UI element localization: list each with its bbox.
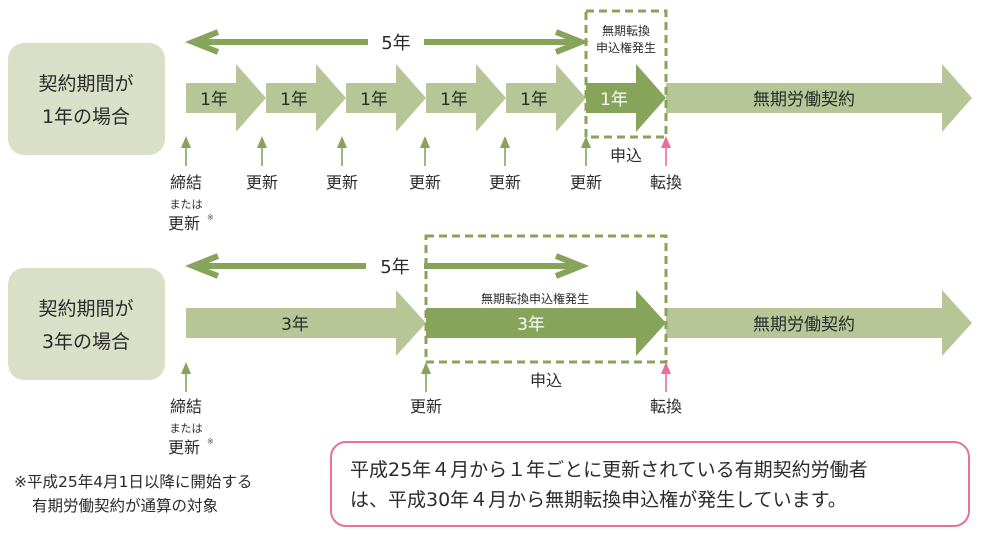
row1-segment-arrow xyxy=(426,64,506,132)
arrow-up-icon xyxy=(581,136,591,148)
row2-span-arrow: 5年 xyxy=(184,253,590,279)
row1-marker: 更新 xyxy=(489,136,521,192)
arrow-up-icon xyxy=(181,136,191,148)
row2-label-line2: 3年の場合 xyxy=(42,331,130,353)
arrowhead-left-icon xyxy=(184,29,220,55)
row1-span-label: 5年 xyxy=(381,33,410,54)
row2-segment-arrow xyxy=(186,290,426,356)
arrow-up-pink-icon xyxy=(661,362,671,374)
row1-right-label-line1: 無期転換 xyxy=(602,23,650,38)
row1-segment-label: 1年 xyxy=(200,90,228,110)
row2-conversion-right-box xyxy=(424,234,668,364)
row2-span-label: 5年 xyxy=(380,257,409,278)
row2-marker-label: 更新 xyxy=(410,397,442,416)
row2-marker-conversion: 転換 xyxy=(650,362,682,416)
row1-marker: 更新 xyxy=(246,136,278,192)
row2-marker-sub2: 更新 xyxy=(168,438,200,457)
arrowhead-left-icon xyxy=(184,253,220,279)
row2-label-box xyxy=(8,268,165,380)
row1-marker-label: 更新 xyxy=(409,173,441,192)
row1-segment-label: 1年 xyxy=(520,90,548,110)
row1-marker-label: 更新 xyxy=(246,173,278,192)
row1-right-label-line2: 申込権発生 xyxy=(596,40,656,55)
arrow-up-pink-icon xyxy=(661,136,671,148)
row1-segments: 1年 1年 1年 1年 1年 1年 xyxy=(186,64,666,132)
row1-final-segment-arrow xyxy=(586,64,666,132)
row1-unlimited-contract-arrow xyxy=(666,64,972,132)
footnote-line1: ※平成25年4月1日以降に開始する xyxy=(14,473,253,491)
row1-marker-label: 更新 xyxy=(326,173,358,192)
row1: 契約期間が 1年の場合 5年 1年 1年 1年 1年 1年 1年 無期労働 xyxy=(8,9,972,233)
arrow-up-icon xyxy=(181,362,191,374)
row1-marker: 更新 xyxy=(326,136,358,192)
row2: 契約期間が 3年の場合 5年 3年 3年 無期転換申込権発生 無期労働契約 申込… xyxy=(8,234,972,457)
row1-segment-label: 1年 xyxy=(280,90,308,110)
row1-apply-label: 申込 xyxy=(610,146,642,165)
row2-unlimited-contract-label: 無期労働契約 xyxy=(753,315,855,335)
row2-marker-label: 転換 xyxy=(650,397,682,416)
row1-span-arrow: 5年 xyxy=(184,29,590,55)
arrowhead-right-icon xyxy=(554,253,590,279)
row1-final-segment-label: 1年 xyxy=(600,90,628,110)
row2-markers: 締結 または 更新 ※ 更新 転換 xyxy=(168,362,682,457)
row1-conversion-right-box xyxy=(584,9,668,139)
row2-marker-label: 締結 xyxy=(170,397,202,416)
row1-segment-label: 1年 xyxy=(360,90,388,110)
row1-segment-arrow xyxy=(346,64,426,132)
row1-label-box xyxy=(8,43,165,155)
row1-segment-label: 1年 xyxy=(440,90,468,110)
row2-apply-label: 申込 xyxy=(530,371,562,390)
arrowhead-right-icon xyxy=(554,29,590,55)
row2-marker: 締結 または 更新 ※ xyxy=(168,362,214,457)
asterisk-icon: ※ xyxy=(207,213,214,222)
row2-unlimited-contract-arrow xyxy=(666,290,972,356)
row1-marker-sub: または xyxy=(170,198,203,211)
row2-label-line1: 契約期間が xyxy=(38,298,133,320)
row1-marker: 更新 xyxy=(570,136,602,192)
row1-segment-arrow xyxy=(506,64,586,132)
row1-marker-label: 転換 xyxy=(650,173,682,192)
arrow-up-icon xyxy=(421,362,431,374)
row1-label-line1: 契約期間が xyxy=(38,73,133,95)
row1-markers: 締結 または 更新 ※ 更新 更新 更新 xyxy=(168,136,682,233)
row2-marker-sub: または xyxy=(170,422,203,435)
row2-final-segment-label: 3年 xyxy=(517,315,545,335)
row2-right-label: 無期転換申込権発生 xyxy=(481,291,589,306)
footnote: ※平成25年4月1日以降に開始する 有期労働契約が通算の対象 xyxy=(14,470,252,518)
arrow-up-icon xyxy=(337,136,347,148)
row1-marker-sub2: 更新 xyxy=(168,214,200,233)
row2-segment-label: 3年 xyxy=(281,315,309,335)
row1-marker: 更新 xyxy=(409,136,441,192)
asterisk-icon: ※ xyxy=(207,437,214,446)
arrow-up-icon xyxy=(420,136,430,148)
arrow-up-icon xyxy=(257,136,267,148)
arrow-up-icon xyxy=(500,136,510,148)
row1-segment-arrow xyxy=(266,64,346,132)
row1-marker-conversion: 転換 xyxy=(650,136,682,192)
row2-final-segment-arrow xyxy=(426,290,666,356)
row2-marker: 更新 xyxy=(410,362,442,416)
row1-marker-label: 締結 xyxy=(170,173,202,192)
footnote-line2: 有期労働契約が通算の対象 xyxy=(32,497,219,515)
row1-unlimited-contract-label: 無期労働契約 xyxy=(753,90,855,110)
row1-marker: 締結 または 更新 ※ xyxy=(168,136,214,233)
row1-segment-arrow xyxy=(186,64,266,132)
row1-marker-label: 更新 xyxy=(570,173,602,192)
callout-line1: 平成25年４月から１年ごとに更新されている有期契約労働者 xyxy=(350,459,868,481)
callout-box: 平成25年４月から１年ごとに更新されている有期契約労働者 は、平成30年４月から… xyxy=(330,441,970,527)
row1-label-line2: 1年の場合 xyxy=(42,106,130,128)
callout-line2: は、平成30年４月から無期転換申込権が発生しています。 xyxy=(350,489,847,511)
row1-marker-label: 更新 xyxy=(489,173,521,192)
